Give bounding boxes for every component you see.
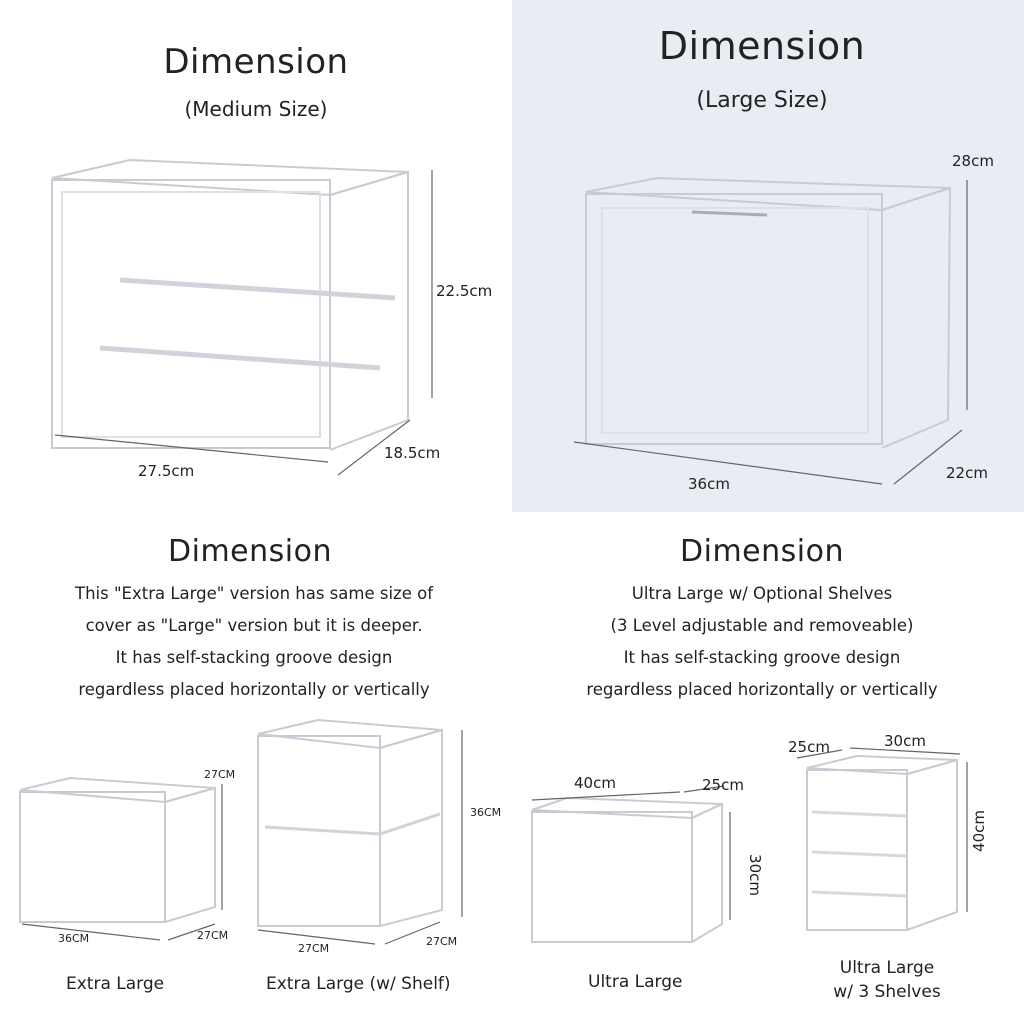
large-width-label: 36cm (688, 475, 730, 493)
xl-box-images (19, 718, 463, 945)
xl-description: This "Extra Large" version has same size… (0, 578, 508, 706)
ul-line: (3 Level adjustable and removeable) (610, 616, 914, 635)
large-height-label: 28cm (952, 152, 994, 170)
ul-line: Ultra Large w/ Optional Shelves (631, 584, 893, 603)
medium-box-image (51, 158, 433, 476)
xls-height-label: 36CM (470, 806, 502, 819)
ultra-large-panel: Dimension Ultra Large w/ Optional Shelve… (512, 512, 1024, 1024)
medium-height-label: 22.5cm (436, 282, 493, 300)
xls-width-label: 27CM (298, 942, 330, 955)
medium-width-label: 27.5cm (138, 462, 195, 480)
large-size-panel: Dimension (Large Size) 28cm 36cm 22cm (512, 0, 1024, 512)
uls-caption: Ultra Large w/ 3 Shelves (822, 958, 952, 1002)
extra-large-panel: Dimension This "Extra Large" version has… (0, 512, 512, 1024)
uls-height-label: 40cm (969, 810, 988, 852)
large-title: Dimension (658, 24, 866, 68)
ul-box-images (531, 747, 968, 943)
xl-line: regardless placed horizontally or vertic… (78, 680, 430, 699)
large-depth-label: 22cm (946, 464, 988, 482)
medium-size-panel: Dimension (Medium Size) 22.5cm 27.5cm 18… (0, 0, 512, 512)
large-subtitle: (Large Size) (696, 88, 828, 113)
ul-title: Dimension (680, 534, 844, 569)
xl-depth-label: 27CM (197, 929, 229, 942)
xl-title: Dimension (168, 534, 332, 569)
medium-title: Dimension (163, 42, 349, 82)
ul-height-label: 30cm (745, 854, 764, 896)
ul-description: Ultra Large w/ Optional Shelves (3 Level… (512, 578, 1012, 706)
ul-width-label: 40cm (574, 774, 616, 792)
xl-height-label: 27CM (204, 768, 236, 781)
xl-line: It has self-stacking groove design (115, 648, 393, 667)
ul-caption: Ultra Large (588, 972, 683, 992)
xls-caption: Extra Large (w/ Shelf) (266, 974, 451, 994)
ul-line: regardless placed horizontally or vertic… (586, 680, 938, 699)
large-box-image (573, 176, 968, 485)
medium-depth-label: 18.5cm (384, 444, 441, 462)
medium-subtitle: (Medium Size) (184, 97, 328, 121)
xl-line: This "Extra Large" version has same size… (74, 584, 433, 603)
uls-depth-label: 25cm (788, 738, 830, 756)
uls-caption-line2: w/ 3 Shelves (833, 982, 941, 1002)
uls-caption-line1: Ultra Large (839, 958, 935, 978)
xls-depth-label: 27CM (426, 935, 458, 948)
xl-width-label: 36CM (58, 932, 90, 945)
ul-depth-label: 25cm (702, 776, 744, 794)
xl-caption: Extra Large (66, 974, 165, 994)
uls-width-label: 30cm (884, 732, 926, 750)
ul-line: It has self-stacking groove design (623, 648, 901, 667)
xl-line: cover as "Large" version but it is deepe… (85, 616, 423, 635)
